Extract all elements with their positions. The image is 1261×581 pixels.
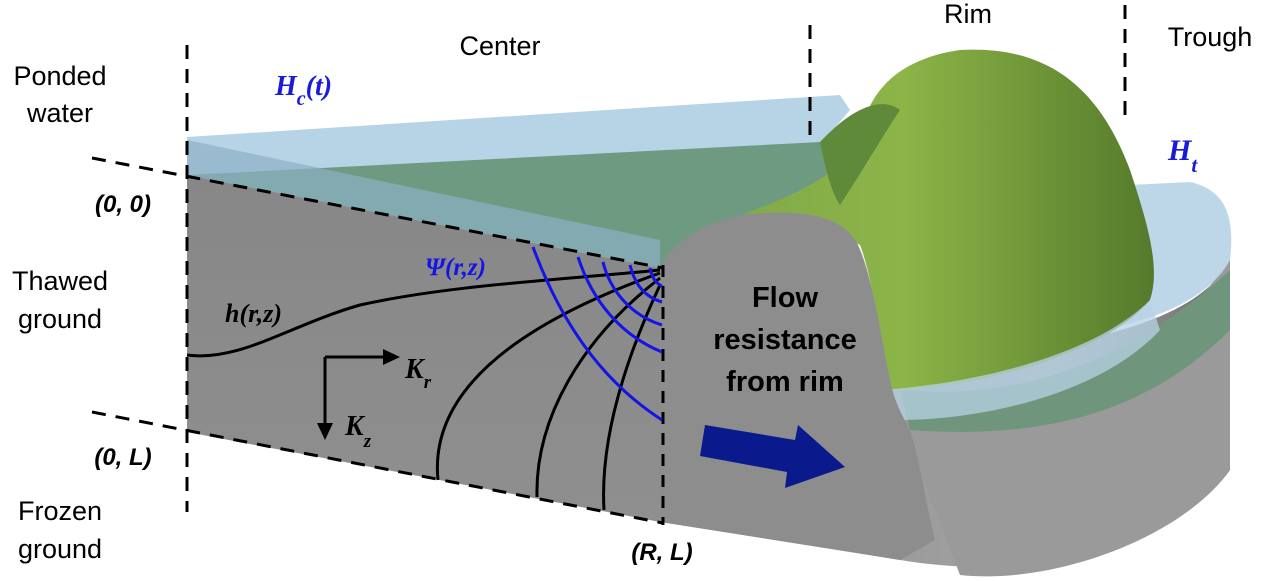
psi-arc-3 — [601, 261, 663, 327]
rim-cross-section — [660, 212, 935, 561]
center-wedge-top — [187, 140, 660, 268]
flow-label-line1: Flow — [752, 282, 818, 314]
psi-arc-5 — [648, 267, 663, 288]
bottom-dashed-edge — [91, 410, 664, 525]
rim-water-film — [880, 300, 1160, 420]
psi-arc-4 — [628, 264, 663, 304]
flow-label-line2: resistance — [713, 324, 857, 356]
h-field-line — [186, 268, 661, 358]
coord-origin: (0, 0) — [95, 191, 151, 218]
label-center: Center — [459, 31, 540, 61]
flow-line-2 — [535, 276, 661, 498]
label-frozen-2: ground — [18, 534, 102, 564]
psi-arc-1 — [531, 246, 663, 422]
flow-line-3 — [602, 284, 662, 511]
label-trough: Trough — [1168, 22, 1253, 52]
cross-section-face — [187, 175, 660, 522]
flow-label-line3: from rim — [726, 366, 844, 398]
k-axes — [317, 349, 400, 440]
label-thawed-2: ground — [18, 304, 102, 334]
rim-mound — [700, 49, 1154, 390]
label-h-field: h(r,z) — [225, 299, 282, 328]
coord-bottom-right: (R, L) — [631, 539, 692, 566]
label-ponded-2: water — [26, 98, 93, 128]
label-thawed-1: Thawed — [12, 266, 108, 296]
label-psi: Ψ(r,z) — [425, 254, 486, 281]
top-dashed-edge — [91, 156, 664, 270]
label-ponded-1: Ponded — [13, 61, 106, 91]
flow-line-1 — [435, 271, 661, 481]
center-ground-surface — [187, 142, 854, 268]
coord-bottom-left: (0, L) — [94, 444, 151, 471]
label-rim: Rim — [944, 0, 992, 29]
label-hc: Hc(t) — [274, 71, 332, 110]
label-kr: Kr — [404, 354, 432, 393]
flow-arrow — [700, 425, 845, 488]
label-frozen-1: Frozen — [18, 496, 102, 526]
label-ht: Ht — [1167, 134, 1198, 177]
rim-inner-slope — [820, 104, 900, 205]
psi-arc-2 — [576, 256, 663, 354]
label-kz: Kz — [344, 411, 372, 452]
